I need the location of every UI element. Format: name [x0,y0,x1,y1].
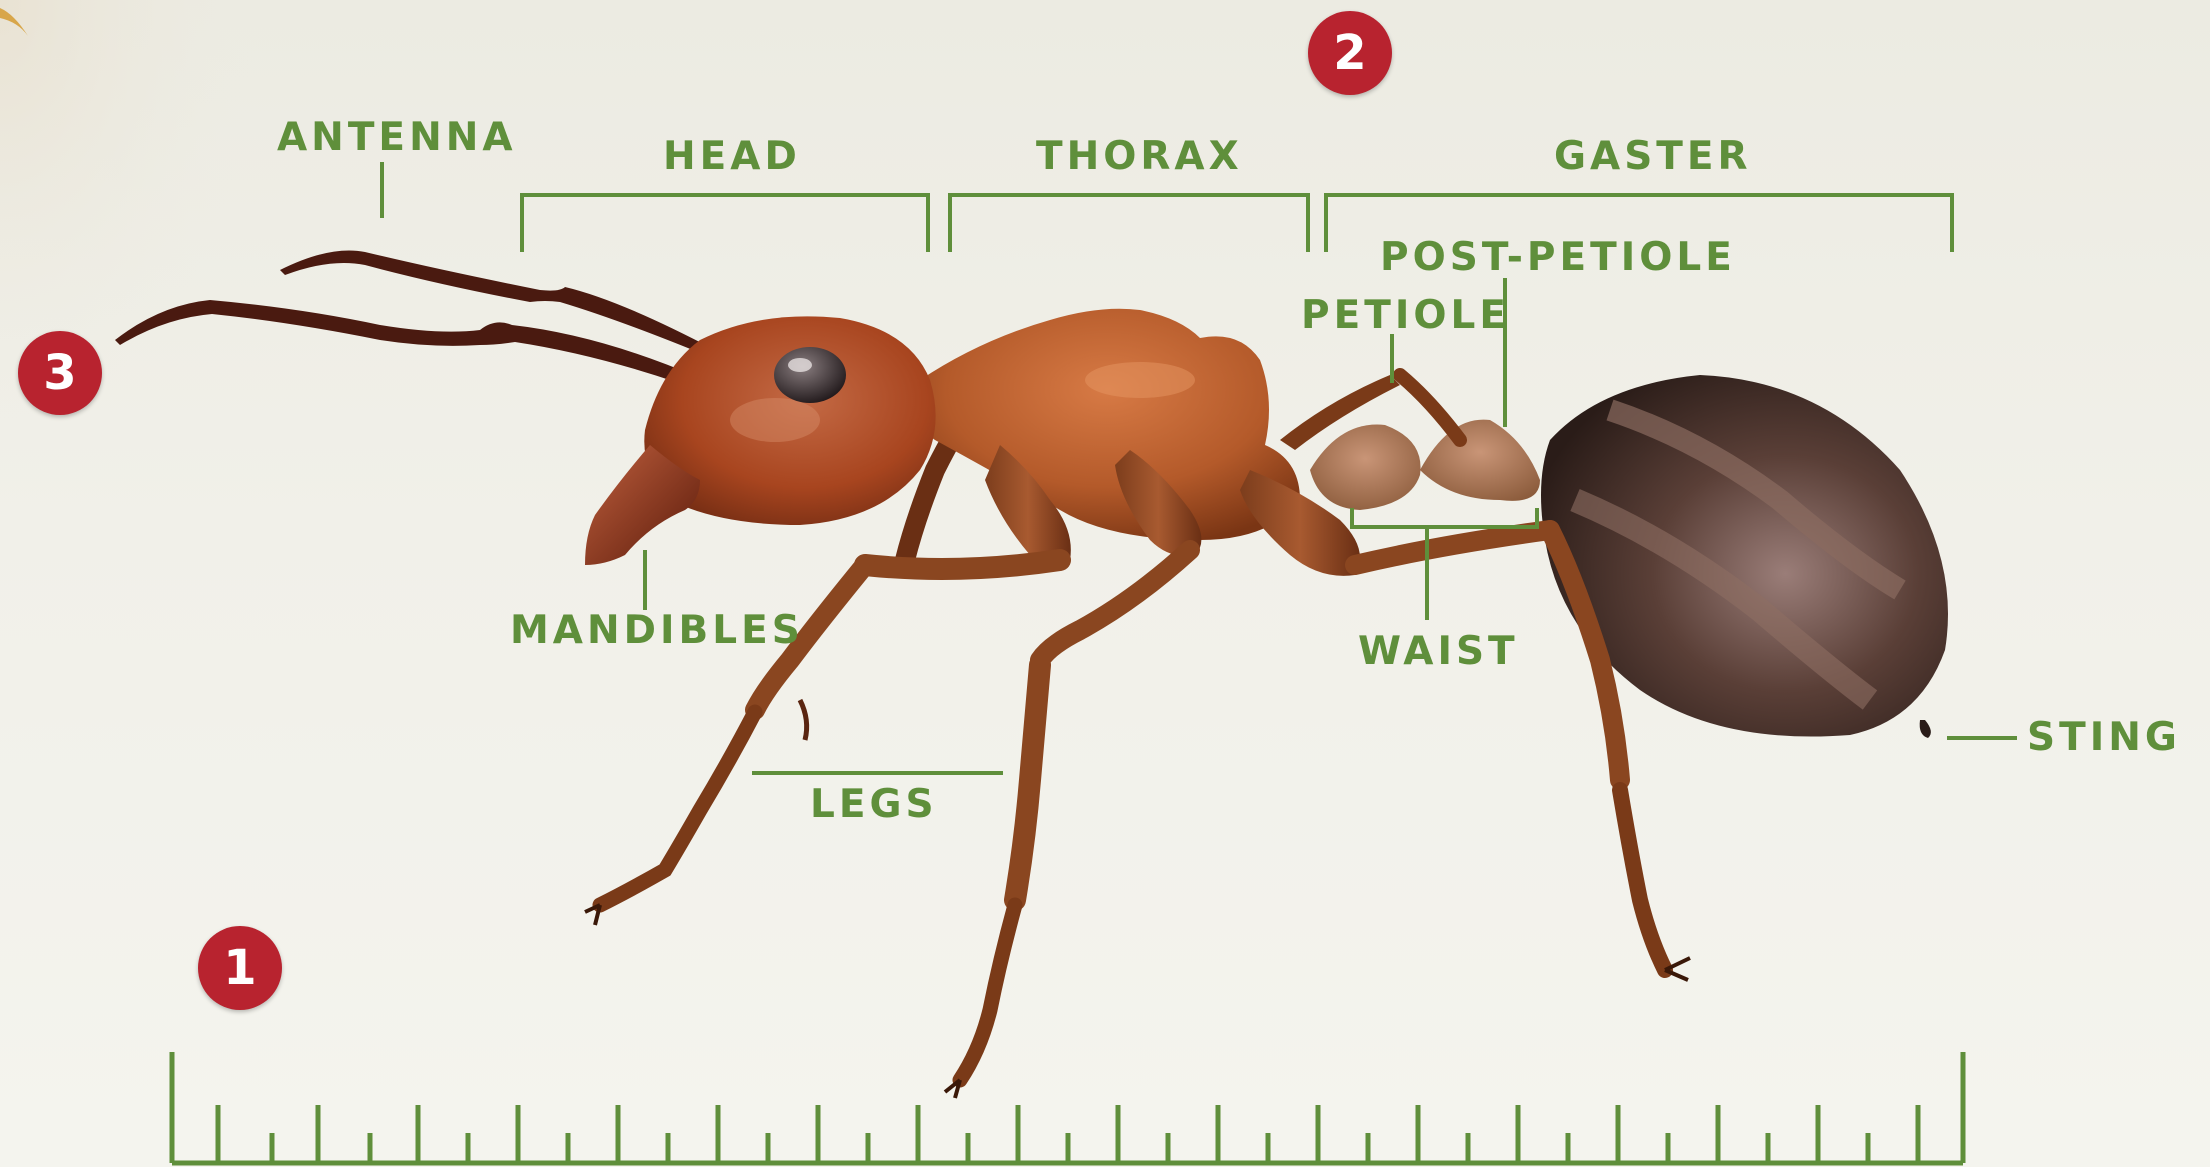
label-antenna: ANTENNA [277,118,517,157]
ant-illustration [115,250,1948,1098]
label-thorax: THORAX [1036,137,1243,176]
ant-petiole [1310,425,1421,510]
badge-2: 2 [1308,11,1392,95]
thorax-bracket [950,195,1308,252]
label-head: HEAD [663,137,801,176]
ant-post-petiole [1420,420,1540,501]
scale-ruler [172,1052,1963,1163]
label-mandibles: MANDIBLES [510,611,804,650]
badge-3: 3 [18,331,102,415]
waist-bracket [1352,508,1537,527]
ant-thorax [915,309,1300,540]
label-waist: WAIST [1358,632,1519,671]
head-bracket [522,195,928,252]
label-gaster: GASTER [1554,137,1752,176]
label-legs: LEGS [810,785,938,824]
label-sting: STING [2027,718,2181,757]
badge-1: 1 [198,926,282,1010]
ant-eye [774,347,846,403]
label-petiole: PETIOLE [1301,296,1510,335]
label-post-petiole: POST-PETIOLE [1380,238,1736,277]
